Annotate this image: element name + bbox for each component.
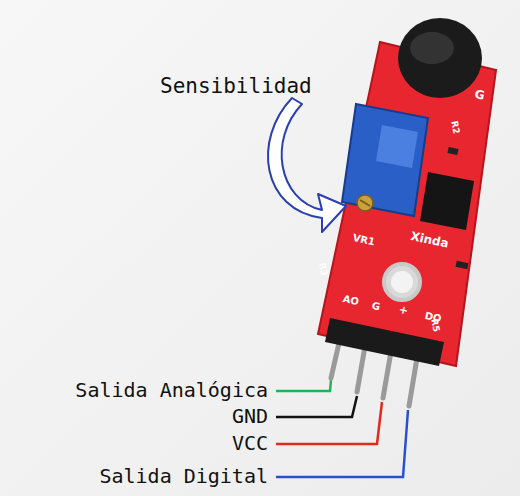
- callout-label: Sensibilidad: [160, 75, 312, 98]
- ic-chip: [420, 172, 474, 230]
- digital-wire: [276, 410, 408, 477]
- silkscreen-text: R5: [428, 318, 440, 333]
- potentiometer-top: [376, 125, 418, 168]
- header-socket: [325, 318, 444, 366]
- hole-center: [391, 271, 413, 293]
- pin-label: GND: [232, 405, 268, 427]
- silkscreen-text: R3: [316, 262, 328, 277]
- pin-label: VCC: [232, 432, 268, 454]
- adjust-screw: [357, 195, 373, 211]
- pcb-board: [318, 42, 496, 366]
- pin-label: Salida Digital: [99, 465, 268, 487]
- microphone: [398, 18, 482, 98]
- silkscreen-text: +: [397, 304, 409, 318]
- silkscreen-text: VR1: [352, 232, 376, 247]
- resistor: [456, 261, 469, 269]
- screw-slot: [360, 200, 370, 206]
- silkscreen-text: R2: [448, 120, 460, 135]
- vcc-wire: [276, 402, 382, 444]
- pointer-arrow: [268, 98, 346, 232]
- pin-label: Salida Analógica: [75, 379, 268, 401]
- resistor: [447, 147, 458, 155]
- silkscreen-text: AO: [342, 293, 360, 307]
- silkscreen-text: Xinda: [409, 230, 450, 251]
- gnd-wire: [276, 396, 357, 417]
- potentiometer: [342, 104, 428, 216]
- silkscreen-text: G: [371, 300, 381, 312]
- mounting-hole: [384, 264, 420, 300]
- analog-wire: [276, 380, 331, 391]
- microphone-mesh: [410, 32, 454, 64]
- silkscreen-text: G: [473, 88, 485, 103]
